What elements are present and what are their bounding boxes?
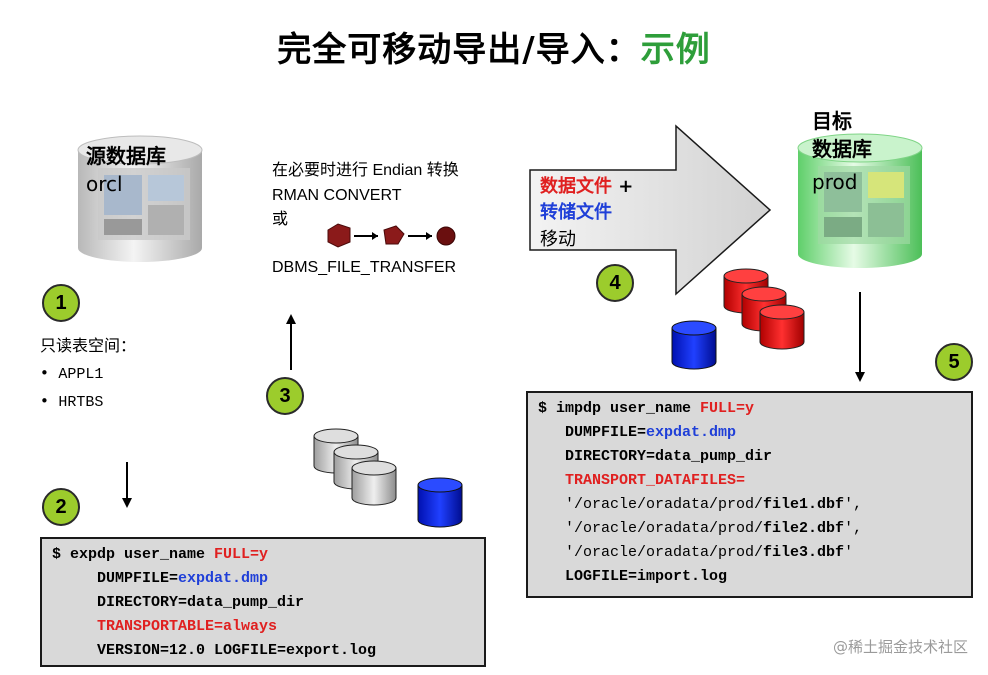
move-label: 移动	[540, 229, 576, 250]
import-line-8: LOGFILE=import.log	[538, 568, 728, 585]
export-line-3: DIRECTORY=data_pump_dir	[52, 594, 305, 611]
page-title: 完全可移动导出/导入：示例	[0, 22, 988, 71]
export-line-1: $ expdp user_name FULL=y	[52, 546, 269, 563]
target-db-name: prod	[812, 170, 858, 194]
convert-note-line2: RMAN CONVERT	[272, 187, 402, 204]
step-3-badge: 3	[266, 377, 304, 415]
title-highlight: 示例	[640, 30, 711, 70]
import-line-7: '/oracle/oradata/prod/file3.dbf'	[538, 544, 854, 561]
import-line-5: '/oracle/oradata/prod/file1.dbf',	[538, 496, 863, 513]
title-main: 完全可移动导出/导入：	[277, 30, 641, 70]
convert-note-line4: DBMS_FILE_TRANSFER	[272, 259, 457, 276]
readonly-list: • APPL1 • HRTBS	[40, 360, 103, 416]
move-plus: +	[612, 176, 634, 197]
import-line-2: DUMPFILE=expdat.dmp	[538, 424, 737, 441]
datafile-stack-red-icon	[723, 268, 805, 350]
import-command-box: $ impdp user_name FULL=y DUMPFILE=expdat…	[526, 391, 973, 598]
import-line-6: '/oracle/oradata/prod/file2.dbf',	[538, 520, 863, 537]
import-line-1: $ impdp user_name FULL=y	[538, 400, 755, 417]
move-datafiles: 数据文件	[540, 176, 612, 197]
readonly-item-appl1: APPL1	[58, 366, 104, 383]
move-dumpfile: 转储文件	[540, 202, 612, 223]
source-database-icon	[77, 135, 203, 262]
import-line-3: DIRECTORY=data_pump_dir	[538, 448, 773, 465]
convert-note-line3: 或	[272, 211, 289, 228]
source-db-name: orcl	[86, 172, 123, 196]
target-db-label-line1: 目标	[812, 109, 852, 133]
convert-note-line1: 在必要时进行 Endian 转换	[272, 162, 459, 179]
step-5-badge: 5	[935, 343, 973, 381]
datafile-stack-gray-icon	[313, 428, 397, 506]
step-1-badge: 1	[42, 284, 80, 322]
export-line-5: VERSION=12.0 LOGFILE=export.log	[52, 642, 377, 659]
down-arrow-left	[122, 462, 132, 508]
watermark: @稀土掘金技术社区	[832, 638, 968, 656]
readonly-heading: 只读表空间：	[40, 338, 137, 355]
readonly-item: • HRTBS	[40, 388, 103, 416]
export-line-4: TRANSPORTABLE=always	[52, 618, 278, 635]
up-arrow-center	[286, 314, 296, 370]
convert-shapes-icon	[327, 223, 456, 248]
bullet: •	[40, 392, 49, 410]
dumpfile-blue-icon-right	[671, 320, 717, 370]
dumpfile-blue-icon-left	[417, 477, 463, 528]
move-arrow-shape	[529, 124, 772, 296]
export-line-2: DUMPFILE=expdat.dmp	[52, 570, 269, 587]
target-db-label-line2: 数据库	[812, 137, 872, 161]
import-line-4: TRANSPORT_DATAFILES=	[538, 472, 746, 489]
export-command-box: $ expdp user_name FULL=y DUMPFILE=expdat…	[40, 537, 486, 667]
target-database-icon	[797, 133, 923, 268]
bullet: •	[40, 364, 49, 382]
move-arrow-line1: 数据文件 +	[540, 175, 633, 199]
step-4-badge: 4	[596, 264, 634, 302]
readonly-item-hrtbs: HRTBS	[58, 394, 104, 411]
down-arrow-right	[855, 292, 865, 382]
step-2-badge: 2	[42, 488, 80, 526]
source-db-label: 源数据库	[86, 144, 166, 168]
readonly-item: • APPL1	[40, 360, 103, 388]
